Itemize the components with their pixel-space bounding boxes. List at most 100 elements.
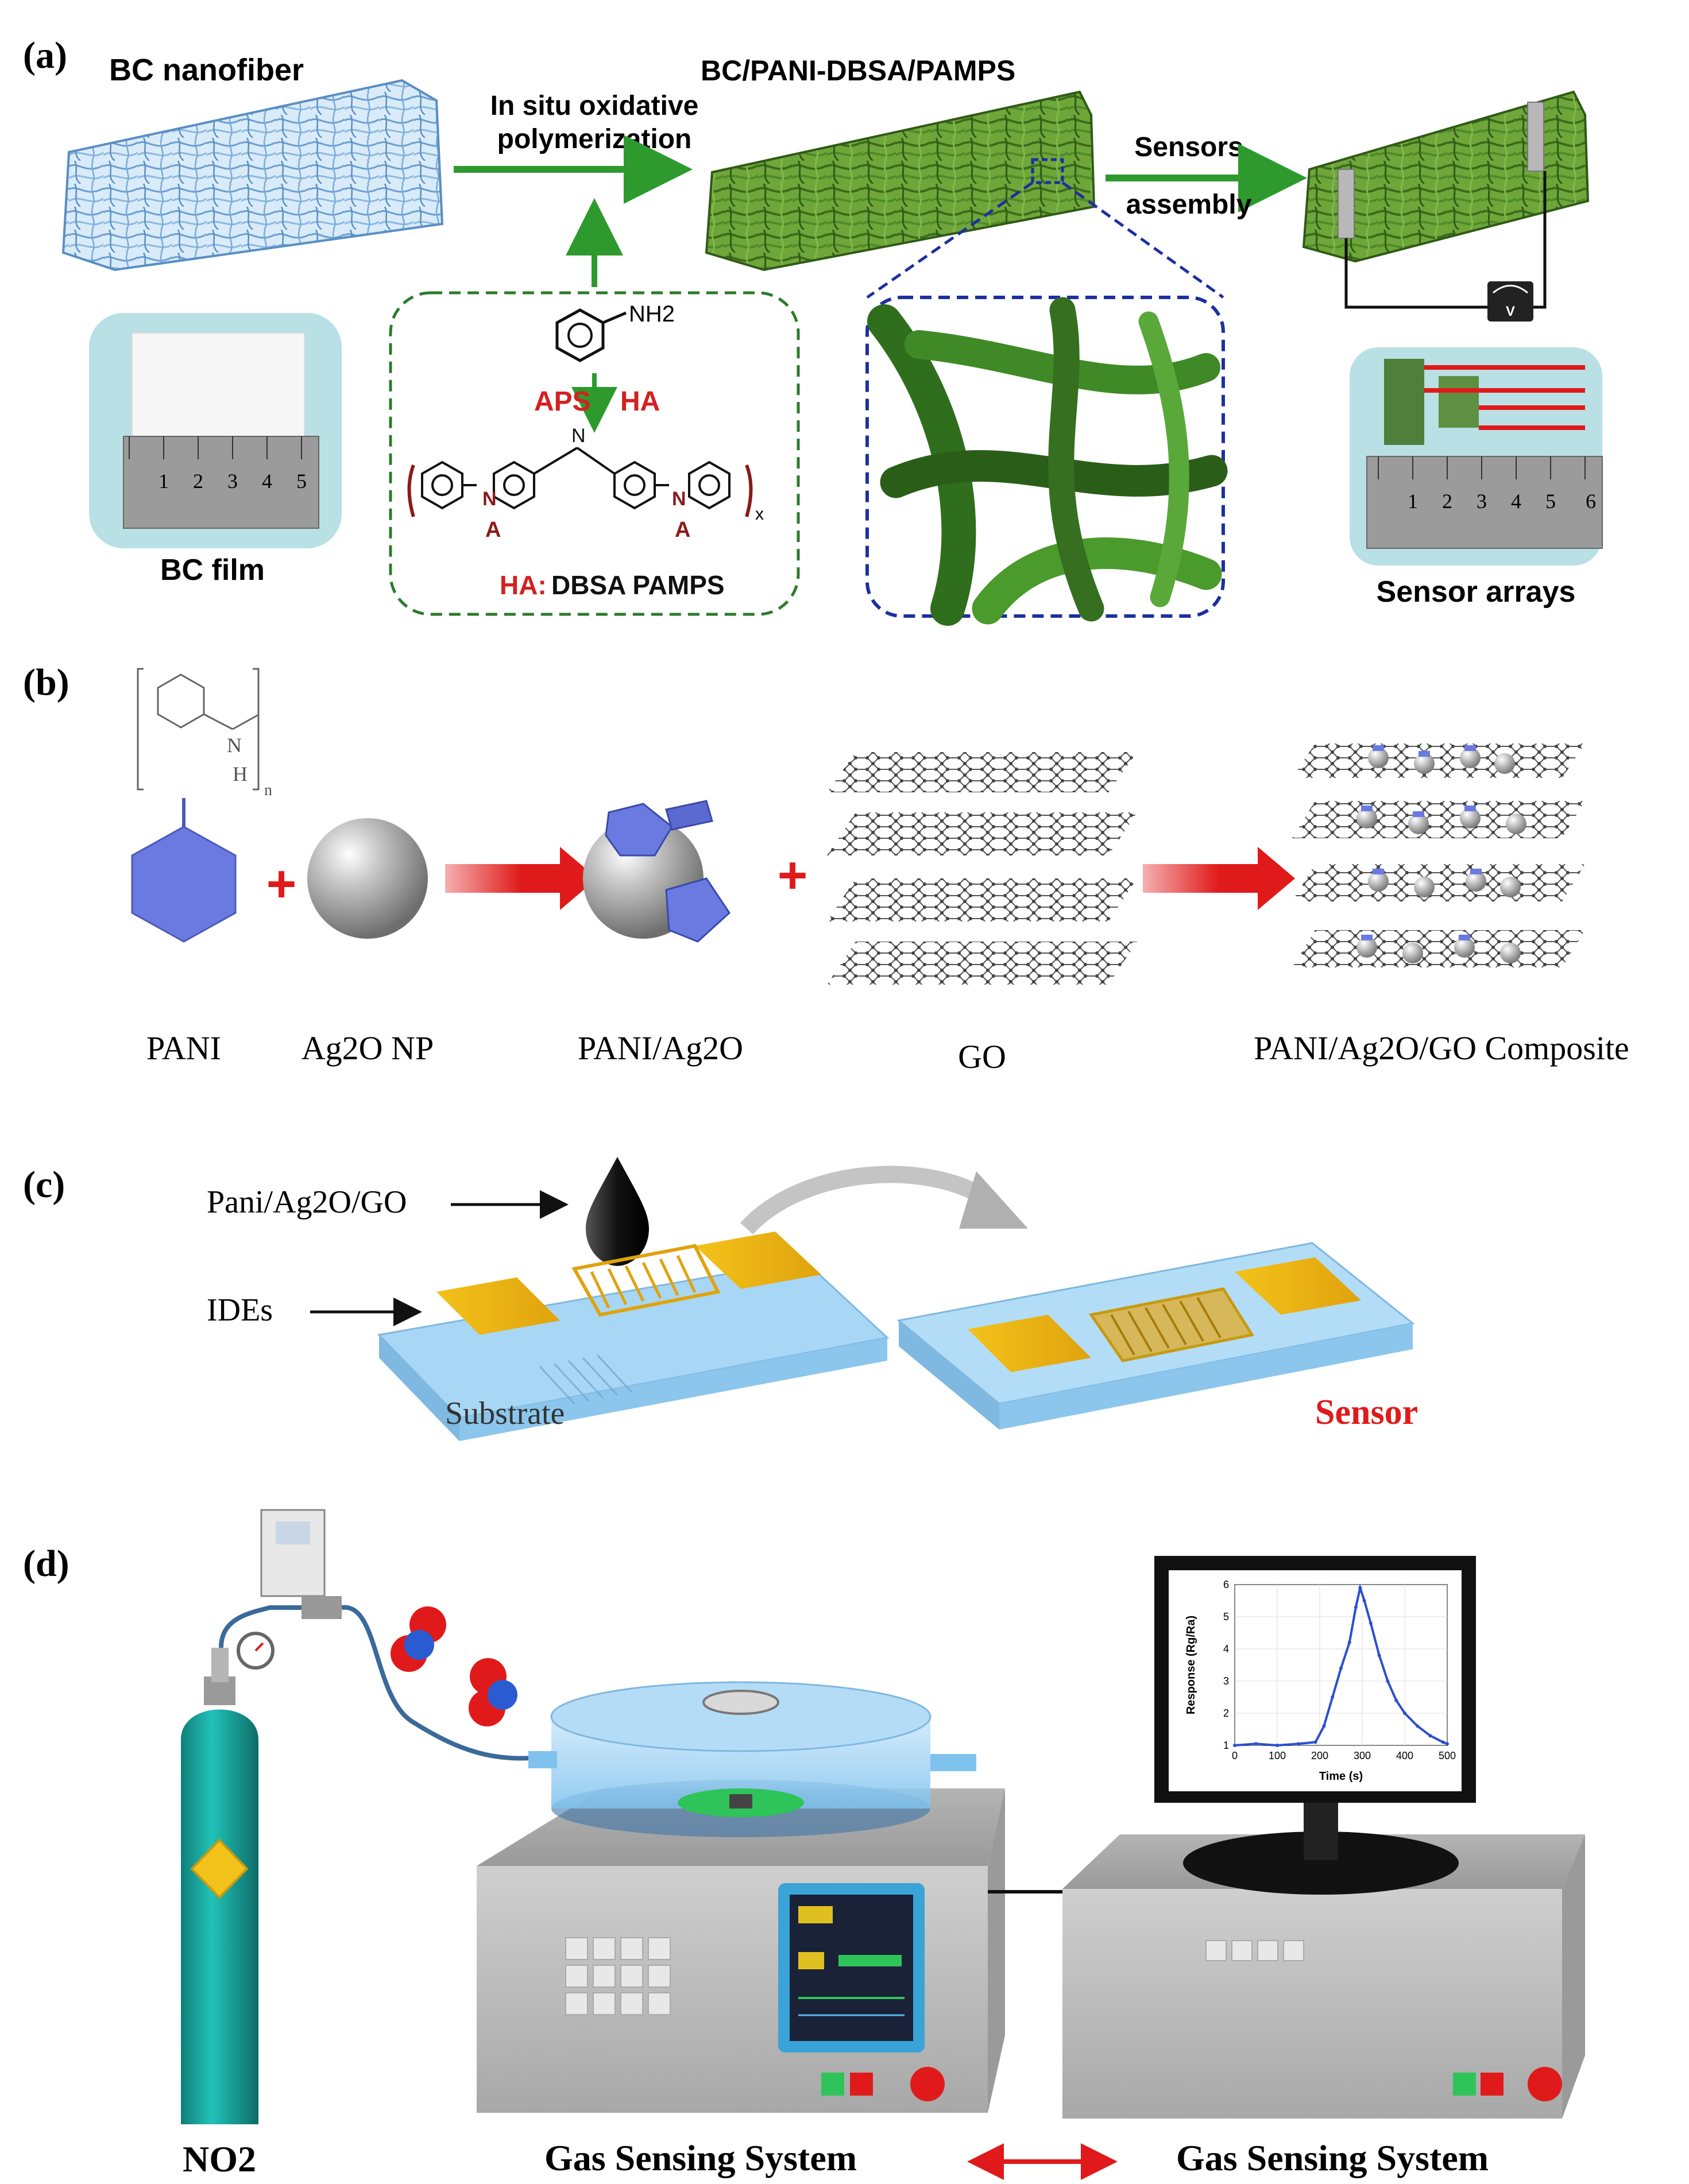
chart-data-point [1339,1666,1343,1670]
plus-sign-1: + [266,855,297,913]
right-ide-fingers [1110,1297,1222,1356]
label-ag2o-np: Ag2O NP [302,1029,434,1067]
plus-sign-2: + [778,847,808,904]
left-substrate [377,1232,890,1441]
bc-film-photo: 1 2 3 4 5 [89,313,342,548]
aps-label: APS [534,386,591,417]
go-sheets [827,752,1137,985]
no2-molecule-1 [391,1606,446,1672]
chart-data-point [1233,1744,1236,1747]
gas-sensing-chamber-unit [477,1681,1005,2113]
keypad [565,1937,671,2015]
aniline-ring [555,308,605,362]
sensor-arrays-label: Sensor arrays [1377,575,1576,609]
label-pani: PANI [146,1029,221,1067]
ag2o-nanoparticle [307,818,428,939]
panel-c-tag: (c) [23,1164,65,1206]
label-composite: PANI/Ag2O/GO Composite [1254,1029,1629,1067]
chart-data-point [1445,1742,1449,1746]
ruler2-tick-4: 4 [1511,490,1521,513]
subscript-n: n [264,781,272,799]
panel-a-tag: (a) [23,34,67,76]
polyaniline-structure [407,447,753,517]
ruler1-tick-3: 3 [227,470,238,493]
monitor-base [1183,1831,1459,1895]
bc-pani-composite-block [705,90,1096,272]
circuit-wire [1344,171,1547,309]
chart-data-point [1416,1724,1420,1728]
no2-label: NO2 [183,2139,256,2179]
power-button-right [1528,2067,1562,2101]
cylinder-valve [211,1648,229,1682]
zoom-line-right [1061,181,1224,299]
chart-data-point [1369,1621,1373,1625]
chart-xlabel: Time (s) [1319,1770,1363,1783]
chart-y-tick-label: 4 [1223,1643,1229,1655]
chart-y-tick-label: 6 [1223,1579,1229,1590]
pani-ag2o-particle [583,800,731,943]
ruler2-tick-6: 6 [1586,490,1596,513]
step2-label-line2: assembly [1126,189,1252,220]
svg-text:N: N [672,488,686,510]
system-label-right: Gas Sensing System [1176,2137,1489,2178]
chart-data-point [1313,1740,1317,1744]
bc-nanofiber-label: BC nanofiber [109,53,304,87]
ruler2-tick-2: 2 [1442,490,1452,513]
chart-data-point [1322,1724,1326,1728]
right-electrode-pad-2 [1235,1257,1361,1315]
zoom-line-left [866,181,1034,299]
voltmeter-icon [1487,281,1533,322]
response-series-points [1233,1586,1449,1747]
step2-label-line1: Sensors [1134,132,1243,162]
bc-film-label: BC film [160,553,265,587]
gas-cylinder [181,1648,258,2124]
panel-a: (a) BC nanofiber BC/PANI-DBSA/PAMPS In s… [23,34,1603,626]
composite-sheets [1292,744,1585,967]
composite-title: BC/PANI-DBSA/PAMPS [701,55,1015,87]
ruler2-tick-3: 3 [1477,490,1487,513]
svg-text:N: N [227,734,242,757]
ruler2-tick-1: 1 [1408,490,1418,513]
chart-data-point [1254,1742,1258,1746]
panel-d: (d) NO2 [23,1509,1585,2180]
transfer-arrow [740,1165,993,1235]
panel-b-tag: (b) [23,661,69,703]
system-label-left: Gas Sensing System [544,2137,857,2178]
ruler1-tick-2: 2 [193,470,203,493]
step1-label-line1: In situ oxidative [490,91,699,121]
ides-label: IDEs [207,1292,273,1328]
svg-text:N: N [571,425,586,447]
ink-drop [586,1157,649,1266]
subscript-x: x [755,505,764,524]
chamber-lid-knob [702,1690,779,1715]
sensor-leads [1424,365,1585,430]
zoomed-fibers [865,296,1228,626]
panel-c: (c) Pani/Ag2O/GO IDEs [23,1157,1418,1441]
chart-data-point [1441,1740,1445,1744]
chart-data-point [1297,1742,1300,1746]
no2-molecule-2 [469,1658,517,1726]
pani-hexagon [131,798,237,943]
zoom-region-box [1031,158,1064,184]
ha-definition-value: DBSA PAMPS [551,570,725,600]
substrate-label: Substrate [445,1396,565,1431]
ruler-ticks [129,436,302,459]
chart-x-tick-label: 400 [1396,1750,1413,1761]
chart-y-tick-label: 1 [1223,1740,1229,1751]
sensor-arrays-photo: 1 2 3 4 5 6 [1350,347,1603,566]
sensor-label: Sensor [1315,1393,1418,1432]
sensor-block: V [1302,90,1590,322]
anion-label-1: A [485,518,501,542]
chart-y-tick-label: 3 [1223,1675,1229,1687]
chart-data-point [1358,1586,1362,1590]
ruler [123,436,319,529]
chart-x-tick-label: 100 [1269,1750,1286,1761]
label-pani-ag2o: PANI/Ag2O [578,1029,743,1067]
anion-label-2: A [675,518,690,542]
ha-definition-label: HA: [500,570,547,600]
chart-data-point [1377,1654,1381,1658]
chart-grid [1234,1584,1448,1746]
